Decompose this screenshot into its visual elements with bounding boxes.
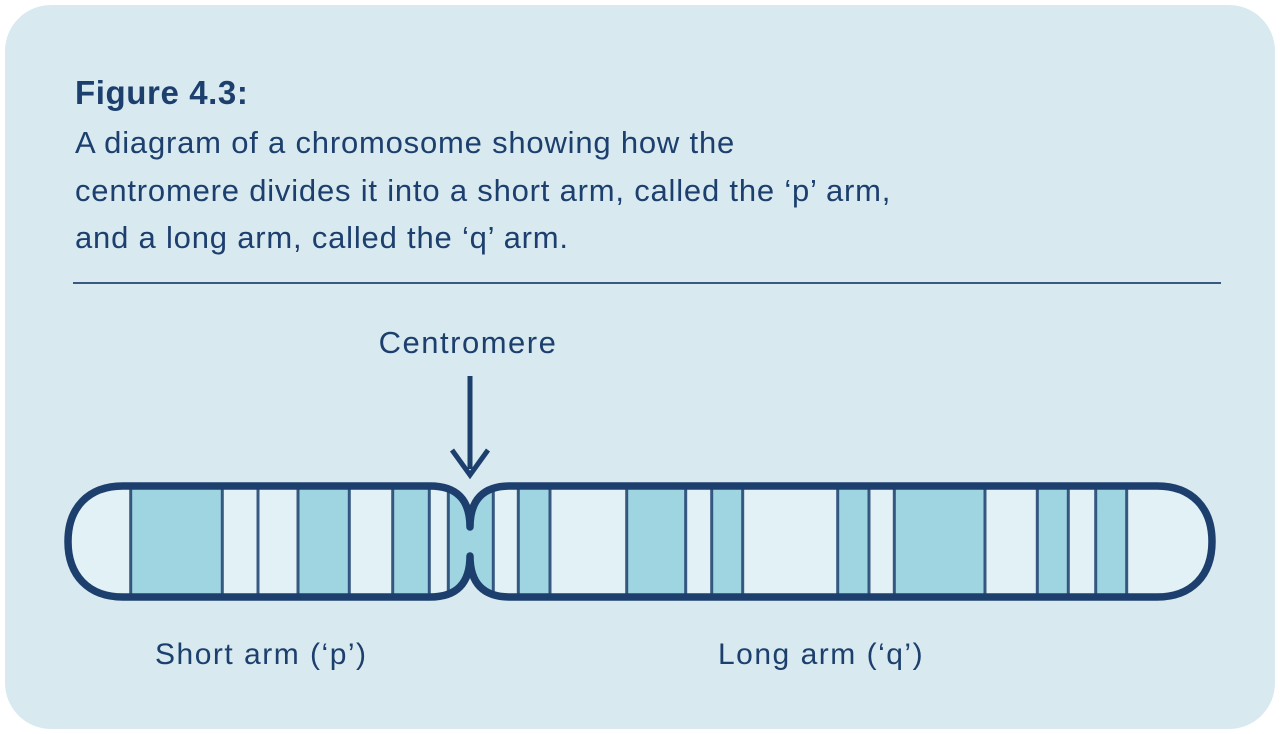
figure-caption: Figure 4.3: A diagram of a chromosome sh… — [75, 67, 1225, 262]
chromosome-shape — [64, 482, 1216, 601]
chromosome-band — [518, 486, 550, 597]
chromosome-band — [837, 486, 869, 597]
short-arm-label: Short arm (‘p’) — [155, 638, 368, 671]
long-arm-label: Long arm (‘q’) — [718, 638, 925, 671]
chromosome-band — [298, 486, 350, 597]
figure-title: Figure 4.3: — [75, 74, 249, 111]
chromosome-band — [626, 486, 686, 597]
centromere-arrowhead-icon — [449, 448, 491, 480]
chromosome-band — [894, 486, 985, 597]
caption-divider — [73, 282, 1221, 284]
centromere-label: Centromere — [378, 325, 558, 360]
chromosome-outline — [64, 482, 1216, 601]
chromosome-band — [711, 486, 743, 597]
caption-line-2: centromere divides it into a short arm, … — [75, 172, 892, 208]
chromosome-band — [1037, 486, 1069, 597]
caption-line-3: and a long arm, called the ‘q’ arm. — [75, 220, 569, 255]
centromere-arrow — [449, 376, 491, 480]
chromosome-band — [130, 486, 223, 597]
chromosome-band — [448, 486, 494, 597]
caption-line-1: A diagram of a chromosome showing how th… — [75, 125, 736, 160]
chromosome-band — [392, 486, 430, 597]
chromosome-band — [1095, 486, 1127, 597]
figure-card: Figure 4.3: A diagram of a chromosome sh… — [5, 5, 1275, 729]
